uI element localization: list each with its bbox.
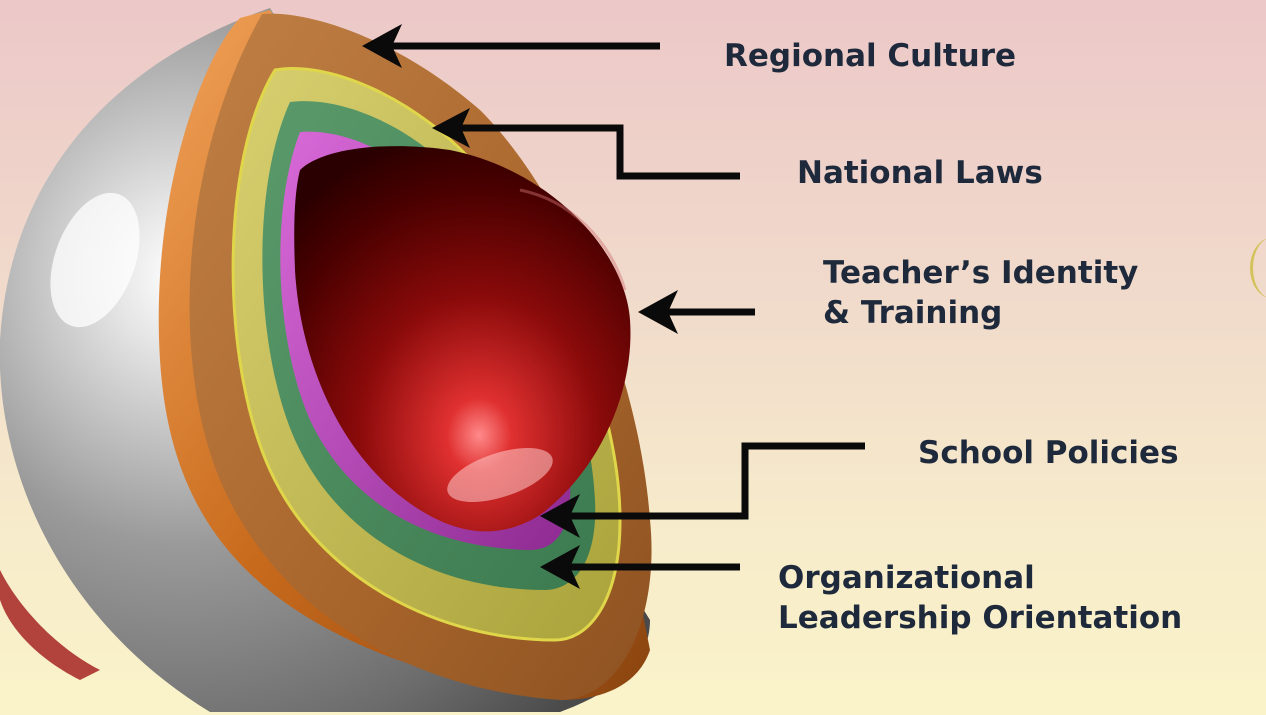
label-organizational-leadership: Organizational Leadership Orientation	[778, 558, 1182, 638]
cropped-shape-edge	[1250, 238, 1266, 298]
arrow-school-policies	[540, 442, 885, 538]
arrow-regional-culture	[362, 24, 680, 68]
arrow-national-laws	[432, 108, 760, 180]
label-line: Teacher’s Identity	[823, 255, 1139, 291]
label-line: National Laws	[797, 155, 1043, 191]
label-line: Leadership Orientation	[778, 600, 1183, 636]
arrow-organizational-leadership	[540, 545, 762, 589]
label-national-laws: National Laws	[797, 153, 1043, 193]
label-line: & Training	[823, 295, 1003, 331]
arrow-teacher-identity	[638, 290, 778, 334]
core-dome	[294, 146, 631, 532]
label-line: Organizational	[778, 560, 1035, 596]
label-teacher-identity: Teacher’s Identity & Training	[823, 253, 1138, 333]
label-line: Regional Culture	[724, 38, 1017, 74]
label-line: School Policies	[918, 435, 1179, 471]
label-regional-culture: Regional Culture	[724, 36, 1016, 76]
label-school-policies: School Policies	[918, 433, 1179, 473]
